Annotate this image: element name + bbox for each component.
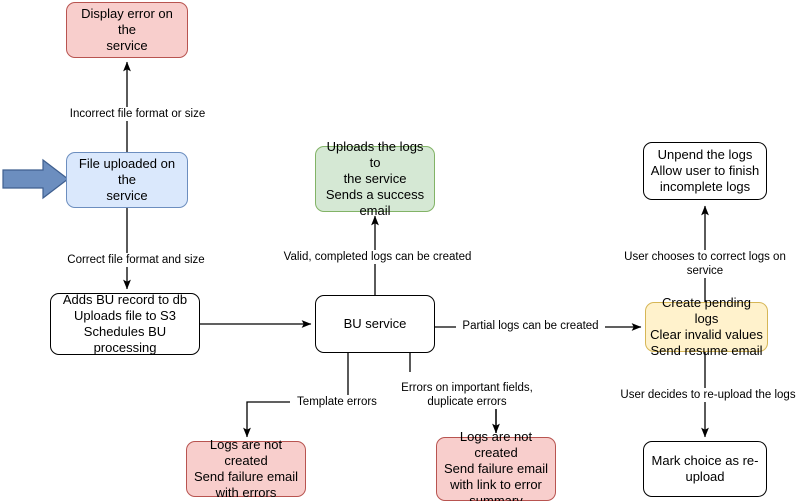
edge-label-valid-completed-logs: Valid, completed logs can be created — [278, 250, 477, 264]
node-unpend-the-logs[interactable]: Unpend the logs Allow user to finish inc… — [643, 142, 767, 200]
node-file-uploaded-on-the-service[interactable]: File uploaded on the service — [66, 152, 188, 208]
node-bu-service[interactable]: BU service — [315, 295, 435, 353]
entry-block-arrow — [2, 158, 69, 200]
edge-label-template-errors: Template errors — [290, 395, 384, 409]
node-uploads-the-logs[interactable]: Uploads the logs to the service Sends a … — [315, 139, 435, 218]
node-adds-bu-record[interactable]: Adds BU record to db Uploads file to S3 … — [50, 292, 200, 355]
node-logs-not-created-with-errors[interactable]: Logs are not created Send failure email … — [186, 437, 306, 500]
edge-label-errors-on-important-fields: Errors on important fields, duplicate er… — [392, 381, 542, 409]
node-create-pending-logs[interactable]: Create pending logs Clear invalid values… — [645, 295, 768, 358]
edge-label-user-decides-to-reupload: User decides to re-upload the logs — [617, 388, 799, 402]
node-mark-choice-as-reupload[interactable]: Mark choice as re- upload — [643, 441, 767, 497]
edge-label-correct-file-format: Correct file format and size — [58, 253, 214, 267]
edge-label-incorrect-file-format: Incorrect file format or size — [58, 107, 217, 121]
edge-label-user-chooses-to-correct: User chooses to correct logs on service — [603, 250, 801, 278]
node-display-error[interactable]: Display error on the service — [66, 2, 188, 58]
edge-label-partial-logs: Partial logs can be created — [456, 319, 605, 333]
node-logs-not-created-error-summary[interactable]: Logs are not created Send failure email … — [436, 429, 556, 501]
